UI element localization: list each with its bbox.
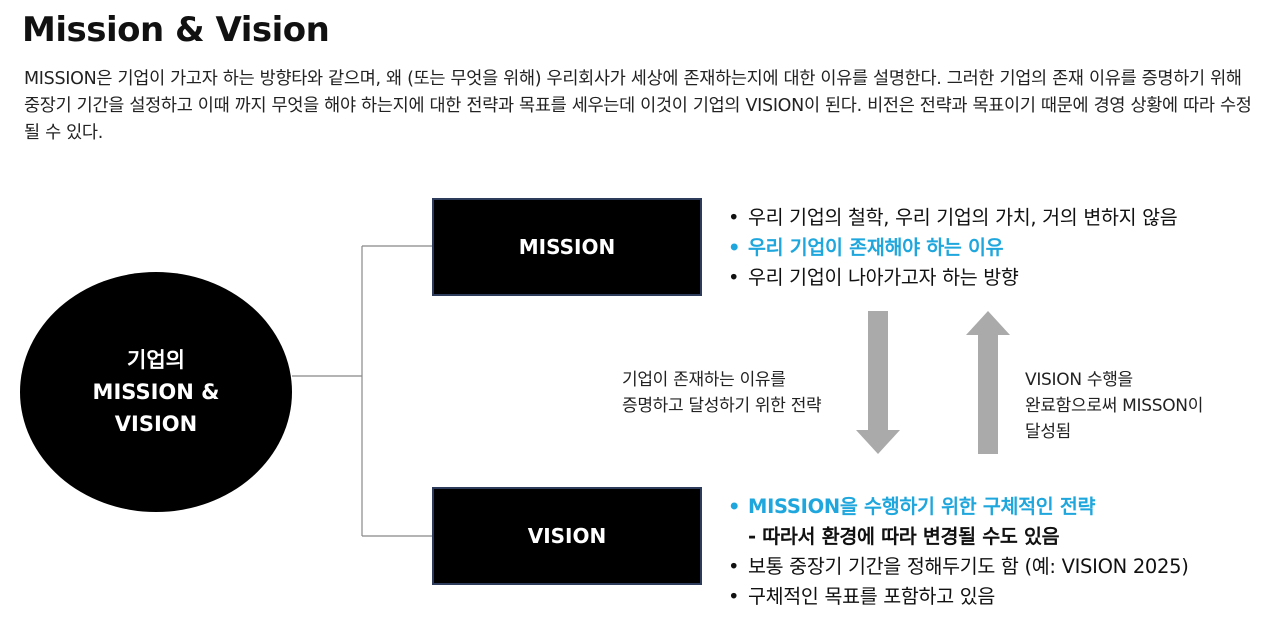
circle-line-1: 기업의: [127, 348, 185, 372]
vision-bullet-2: 보통 중장기 기간을 정해두기도 함 (예: VISION 2025): [728, 552, 1189, 582]
intro-paragraph: MISSION은 기업이 가고자 하는 방향타와 같으며, 왜 (또는 무엇을 …: [24, 69, 1252, 143]
circle-line-3: VISION: [114, 412, 198, 436]
mission-bullet-3: 우리 기업이 나아가고자 하는 방향: [728, 263, 1177, 293]
mission-vision-circle: 기업의 MISSION & VISION: [20, 272, 292, 512]
vision-bullet-3: 구체적인 목표를 포함하고 있음: [728, 582, 1189, 612]
mission-box: MISSION: [432, 198, 702, 296]
mission-bullet-2: 우리 기업이 존재해야 하는 이유: [728, 233, 1177, 263]
vision-bullet-1: MISSION을 수행하기 위한 구체적인 전략: [728, 492, 1189, 522]
down-note-line-2: 증명하고 달성하기 위한 전략: [622, 396, 822, 416]
up-arrow-note: VISION 수행을 완료함으로써 MISSON이 달성됨: [1025, 367, 1203, 445]
mission-bullet-1: 우리 기업의 철학, 우리 기업의 가치, 거의 변하지 않음: [728, 203, 1178, 233]
vision-box-label: VISION: [527, 524, 607, 548]
up-note-line-3: 달성됨: [1025, 422, 1072, 442]
mission-bullet-list: 우리 기업의 철학, 우리 기업의 가치, 거의 변하지 않음 우리 기업이 존…: [728, 203, 1178, 293]
down-arrow-icon: [856, 311, 900, 454]
mission-box-label: MISSION: [518, 235, 616, 259]
down-note-line-1: 기업이 존재하는 이유를: [622, 370, 786, 390]
up-note-line-2: 완료함으로써 MISSON이: [1025, 396, 1204, 416]
circle-line-2: MISSION &: [92, 380, 220, 404]
vision-bullet-list: MISSION을 수행하기 위한 구체적인 전략 - 따라서 환경에 따라 변경…: [728, 492, 1189, 612]
down-arrow-note: 기업이 존재하는 이유를 증명하고 달성하기 위한 전략: [622, 367, 822, 419]
vision-bullet-1-sub: - 따라서 환경에 따라 변경될 수도 있음: [748, 525, 1060, 548]
up-arrow-icon: [966, 311, 1010, 454]
vision-box: VISION: [432, 487, 702, 585]
page-title: Mission & Vision: [22, 10, 330, 50]
up-note-line-1: VISION 수행을: [1025, 370, 1133, 390]
